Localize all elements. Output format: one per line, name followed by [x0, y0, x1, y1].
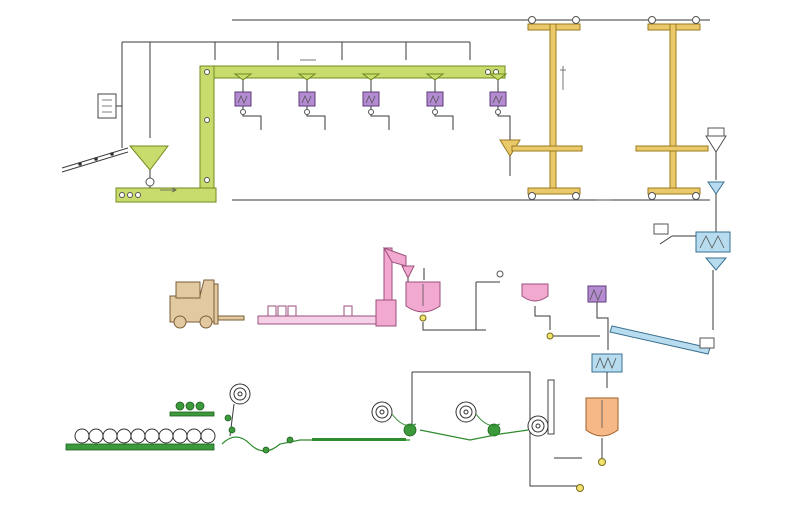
feed-valve — [145, 177, 155, 187]
film-line — [65, 371, 584, 492]
storage-tank — [585, 397, 619, 466]
blue-hopper — [707, 181, 725, 195]
transfer-hopper — [705, 135, 727, 153]
reactor-5 — [488, 73, 511, 124]
dissolver-unit — [609, 223, 731, 355]
forklift — [169, 279, 245, 329]
feed-hopper — [128, 145, 169, 171]
dissolving-tank — [591, 353, 623, 388]
reactor-row — [233, 73, 521, 176]
gantry-1 — [511, 16, 583, 200]
reactor-2 — [297, 73, 326, 130]
product-rolls — [74, 428, 216, 444]
reactor-4 — [425, 73, 454, 130]
feed-conveyor — [61, 41, 506, 203]
roll-belt — [65, 443, 215, 451]
winder-4 — [527, 415, 549, 437]
winder-3 — [455, 401, 501, 437]
mixing-tank — [405, 268, 504, 331]
small-reactor — [587, 285, 609, 350]
winder-1 — [224, 383, 251, 437]
conveyor-rollers — [119, 69, 499, 198]
winder-2 — [371, 401, 417, 437]
holding-tank — [521, 283, 600, 340]
reactor-1 — [233, 73, 262, 130]
gantry-system — [232, 16, 727, 232]
belt-rollers — [78, 152, 114, 166]
reactor-3 — [361, 73, 390, 130]
inclined-conveyor — [609, 325, 711, 355]
pallet-conveyor — [257, 247, 415, 327]
flow-arrows — [160, 59, 612, 201]
gantry-2 — [635, 16, 709, 200]
